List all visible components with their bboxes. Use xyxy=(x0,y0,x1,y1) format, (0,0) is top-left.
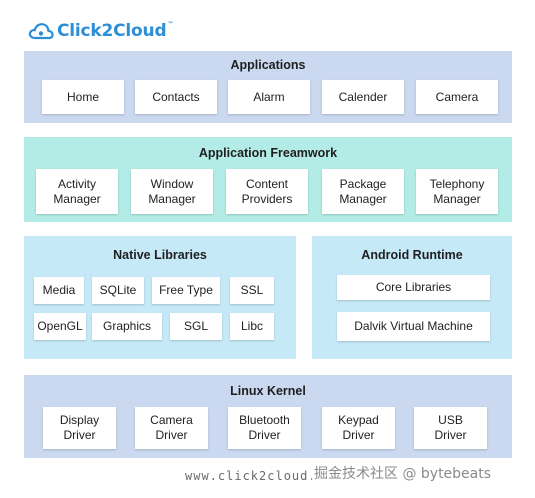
app-alarm: Alarm xyxy=(228,80,310,114)
framework-title: Application Freamwork xyxy=(198,146,338,160)
watermark-text: 掘金技术社区 @ bytebeats xyxy=(312,463,524,485)
framework-content-providers: Content Providers xyxy=(226,169,308,214)
footer-url: www.click2cloud. xyxy=(185,469,317,483)
framework-telephony-manager: Telephony Manager xyxy=(416,169,498,214)
framework-package-manager: Package Manager xyxy=(322,169,404,214)
app-calender: Calender xyxy=(322,80,404,114)
lib-opengl: OpenGL xyxy=(34,313,86,340)
driver-display: Display Driver xyxy=(43,407,116,449)
linux-kernel-title: Linux Kernel xyxy=(230,384,306,398)
linux-kernel-layer: Linux Kernel Display Driver Camera Drive… xyxy=(24,375,512,458)
lib-media: Media xyxy=(34,277,84,304)
lib-ssl: SSL xyxy=(230,277,274,304)
framework-window-manager: Window Manager xyxy=(131,169,213,214)
applications-title: Applications xyxy=(230,58,306,72)
lib-libc: Libc xyxy=(230,313,274,340)
runtime-dalvik-vm: Dalvik Virtual Machine xyxy=(337,312,490,341)
applications-layer: Applications Home Contacts Alarm Calende… xyxy=(24,51,512,123)
driver-keypad: Keypad Driver xyxy=(322,407,395,449)
logo-wordmark: Click2Cloud™ xyxy=(57,21,174,41)
android-runtime-title: Android Runtime xyxy=(361,248,463,262)
app-contacts: Contacts xyxy=(135,80,217,114)
native-libraries-title: Native Libraries xyxy=(113,248,207,262)
application-framework-layer: Application Freamwork Activity Manager W… xyxy=(24,137,512,222)
cloud-icon xyxy=(28,23,54,40)
lib-sqlite: SQLite xyxy=(92,277,144,304)
app-camera: Camera xyxy=(416,80,498,114)
runtime-core-libraries: Core Libraries xyxy=(337,275,490,300)
driver-camera: Camera Driver xyxy=(135,407,208,449)
driver-bluetooth: Bluetooth Driver xyxy=(228,407,301,449)
android-runtime-layer: Android Runtime Core Libraries Dalvik Vi… xyxy=(312,236,512,359)
driver-usb: USB Driver xyxy=(414,407,487,449)
lib-graphics: Graphics xyxy=(92,313,162,340)
app-home: Home xyxy=(42,80,124,114)
lib-sgl: SGL xyxy=(170,313,222,340)
click2cloud-logo: Click2Cloud™ xyxy=(28,19,173,43)
framework-activity-manager: Activity Manager xyxy=(36,169,118,214)
native-libraries-layer: Native Libraries Media SQLite Free Type … xyxy=(24,236,296,359)
lib-free-type: Free Type xyxy=(152,277,220,304)
